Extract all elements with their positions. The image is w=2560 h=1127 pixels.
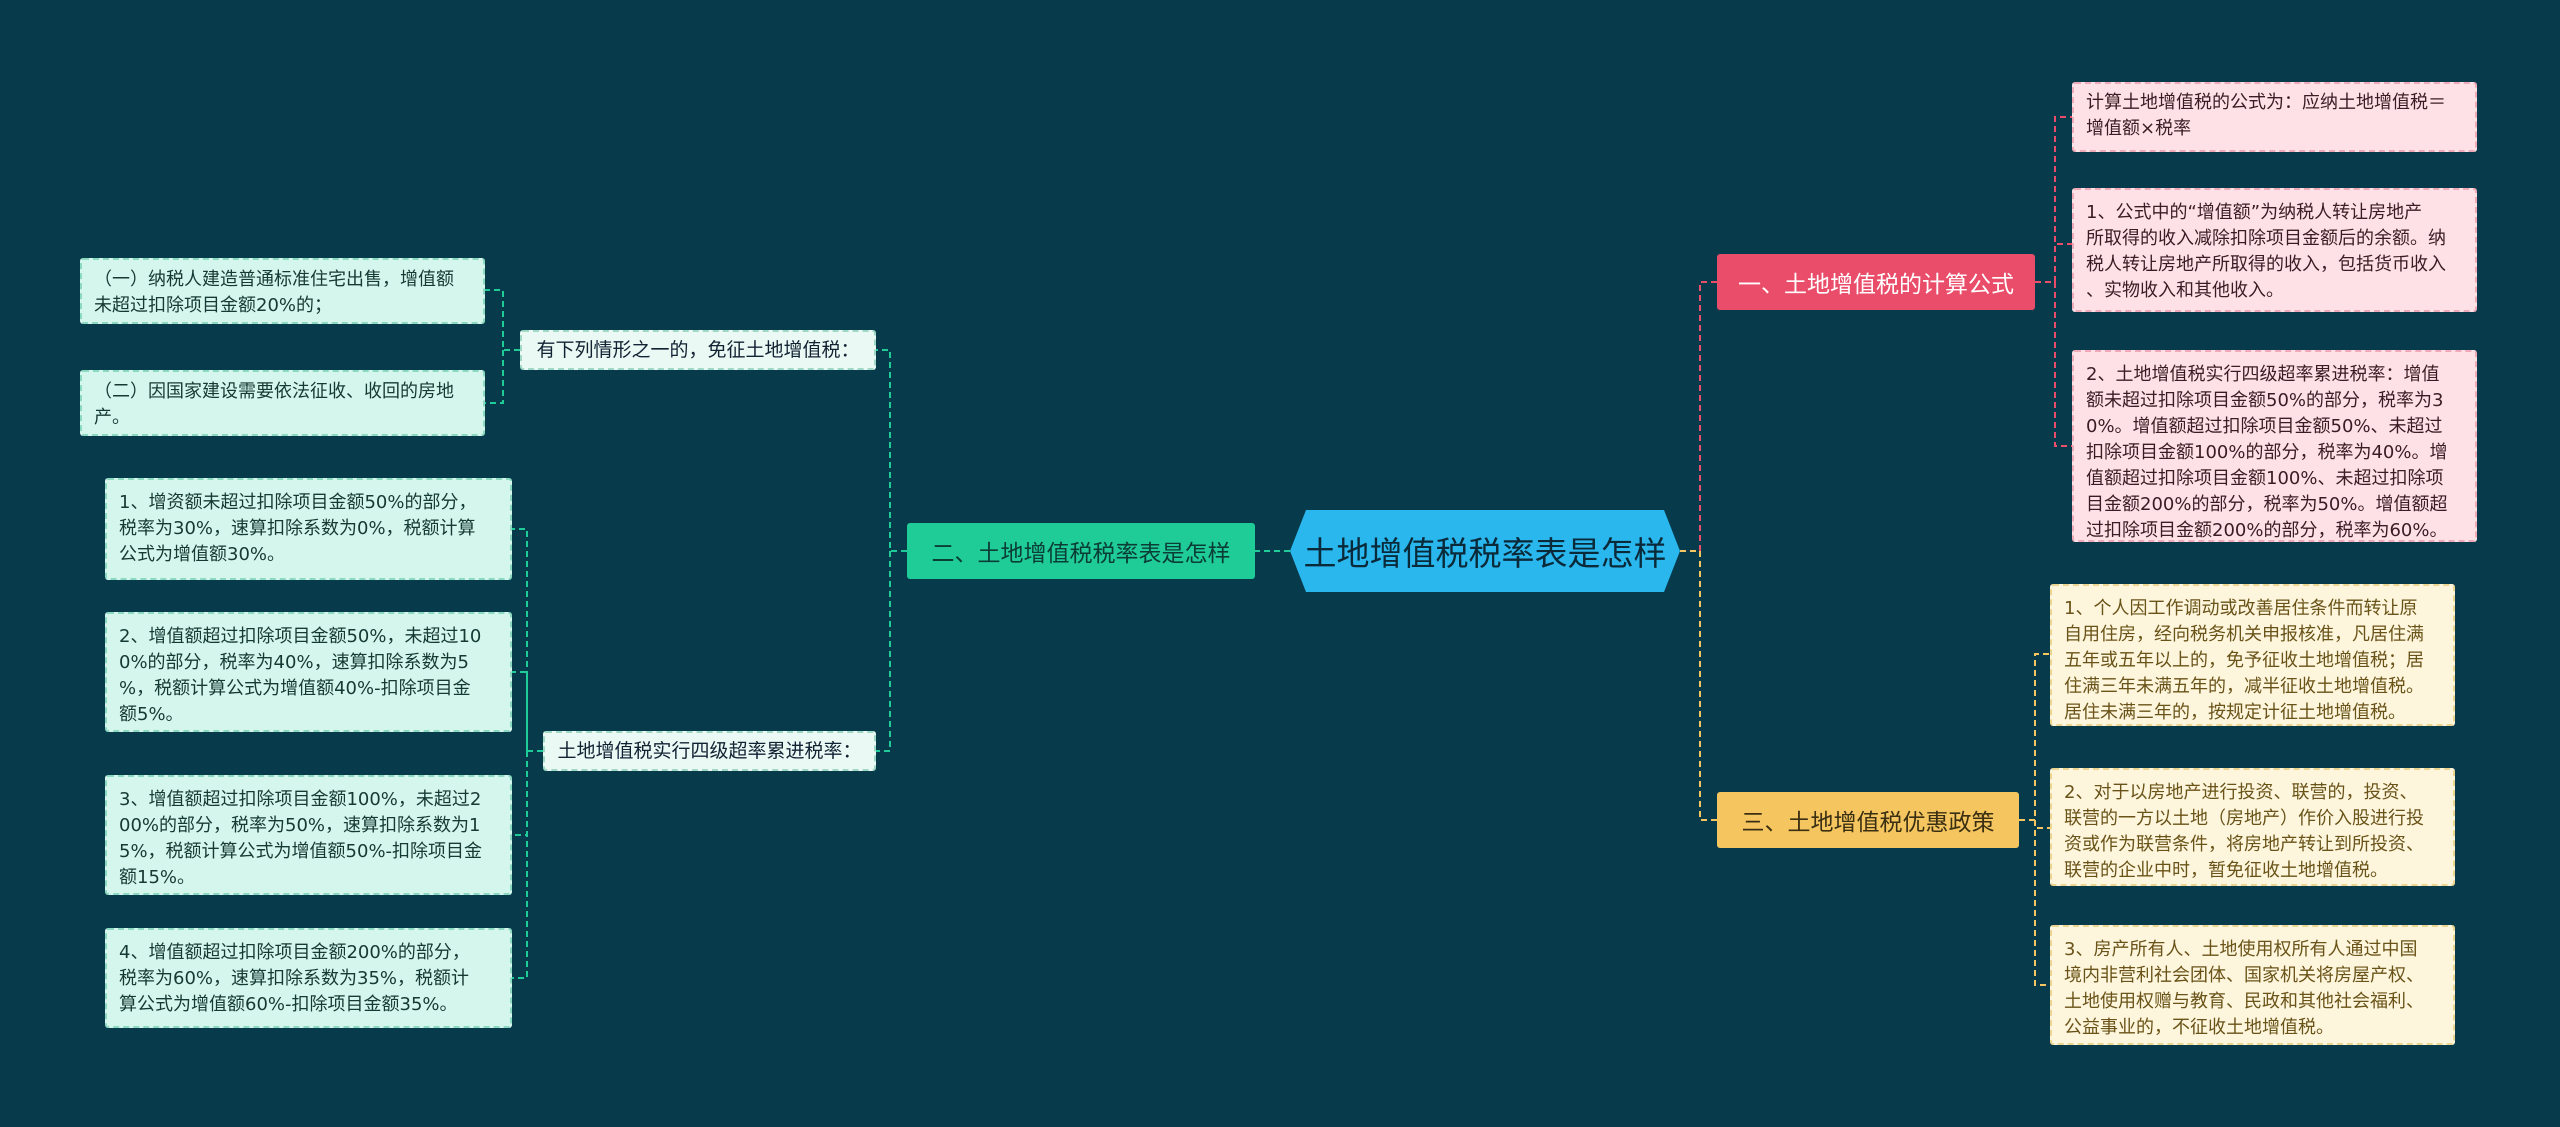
- leaf-text: （一）纳税人建造普通标准住宅出售，增值额 未超过扣除项目金额20%的；: [94, 269, 454, 316]
- topic-progressive-rates[interactable]: 土地增值税实行四级超率累进税率：: [543, 731, 876, 771]
- leaf-rate-2[interactable]: 2、增值额超过扣除项目金额50%，未超过10 0%的部分，税率为40%，速算扣除…: [105, 612, 512, 732]
- leaf-four-level-rates[interactable]: 2、土地增值税实行四级超率累进税率：增值 额未超过扣除项目金额50%的部分，税率…: [2072, 350, 2477, 542]
- leaf-exemption-2[interactable]: （二）因国家建设需要依法征收、收回的房地 产。: [80, 370, 485, 436]
- leaf-rate-3[interactable]: 3、增值额超过扣除项目金额100%，未超过2 00%的部分，税率为50%，速算扣…: [105, 775, 512, 895]
- leaf-text: 2、土地增值税实行四级超率累进税率：增值 额未超过扣除项目金额50%的部分，税率…: [2086, 364, 2448, 541]
- leaf-policy-1[interactable]: 1、个人因工作调动或改善居住条件而转让原 自用住房，经向税务机关申报核准，凡居住…: [2050, 584, 2455, 726]
- leaf-value-added-definition[interactable]: 1、公式中的“增值额”为纳税人转让房地产 所取得的收入减除扣除项目金额后的余额。…: [2072, 188, 2477, 312]
- leaf-text: 3、增值额超过扣除项目金额100%，未超过2 00%的部分，税率为50%，速算扣…: [119, 789, 483, 888]
- leaf-rate-4[interactable]: 4、增值额超过扣除项目金额200%的部分， 税率为60%，速算扣除系数为35%，…: [105, 928, 512, 1028]
- leaf-policy-2[interactable]: 2、对于以房地产进行投资、联营的，投资、 联营的一方以土地（房地产）作价入股进行…: [2050, 768, 2455, 886]
- root-topic[interactable]: 土地增值税税率表是怎样: [1290, 510, 1680, 592]
- branch-preferential-policy[interactable]: 三、土地增值税优惠政策: [1717, 792, 2019, 848]
- leaf-text: 2、增值额超过扣除项目金额50%，未超过10 0%的部分，税率为40%，速算扣除…: [119, 626, 482, 725]
- leaf-text: 2、对于以房地产进行投资、联营的，投资、 联营的一方以土地（房地产）作价入股进行…: [2064, 782, 2424, 881]
- root-topic-label: 土地增值税税率表是怎样: [1303, 534, 1667, 573]
- branch-label: 一、土地增值税的计算公式: [1738, 272, 2014, 298]
- leaf-text: 1、个人因工作调动或改善居住条件而转让原 自用住房，经向税务机关申报核准，凡居住…: [2064, 598, 2424, 723]
- branch-tax-rate-table[interactable]: 二、土地增值税税率表是怎样: [907, 523, 1255, 579]
- leaf-text: 3、房产所有人、土地使用权所有人通过中国 境内非营利社会团体、国家机关将房屋产权…: [2064, 939, 2424, 1038]
- branch-label: 三、土地增值税优惠政策: [1741, 810, 1995, 836]
- leaf-policy-3[interactable]: 3、房产所有人、土地使用权所有人通过中国 境内非营利社会团体、国家机关将房屋产权…: [2050, 925, 2455, 1045]
- topic-exemption-cases[interactable]: 有下列情形之一的，免征土地增值税：: [520, 330, 876, 370]
- leaf-text: 计算土地增值税的公式为：应纳土地增值税＝ 增值额×税率: [2086, 92, 2446, 139]
- leaf-formula[interactable]: 计算土地增值税的公式为：应纳土地增值税＝ 增值额×税率: [2072, 82, 2477, 152]
- branch-label: 二、土地增值税税率表是怎样: [931, 541, 1231, 567]
- leaf-text: （二）因国家建设需要依法征收、收回的房地 产。: [94, 381, 454, 428]
- leaf-text: 4、增值额超过扣除项目金额200%的部分， 税率为60%，速算扣除系数为35%，…: [119, 942, 470, 1015]
- topic-label: 土地增值税实行四级超率累进税率：: [557, 740, 862, 762]
- leaf-exemption-1[interactable]: （一）纳税人建造普通标准住宅出售，增值额 未超过扣除项目金额20%的；: [80, 258, 485, 324]
- leaf-text: 1、公式中的“增值额”为纳税人转让房地产 所取得的收入减除扣除项目金额后的余额。…: [2086, 202, 2446, 301]
- branch-calculation-formula[interactable]: 一、土地增值税的计算公式: [1717, 254, 2035, 310]
- leaf-rate-1[interactable]: 1、增资额未超过扣除项目金额50%的部分， 税率为30%，速算扣除系数为0%，税…: [105, 478, 512, 580]
- topic-label: 有下列情形之一的，免征土地增值税：: [536, 339, 860, 361]
- leaf-text: 1、增资额未超过扣除项目金额50%的部分， 税率为30%，速算扣除系数为0%，税…: [119, 492, 477, 565]
